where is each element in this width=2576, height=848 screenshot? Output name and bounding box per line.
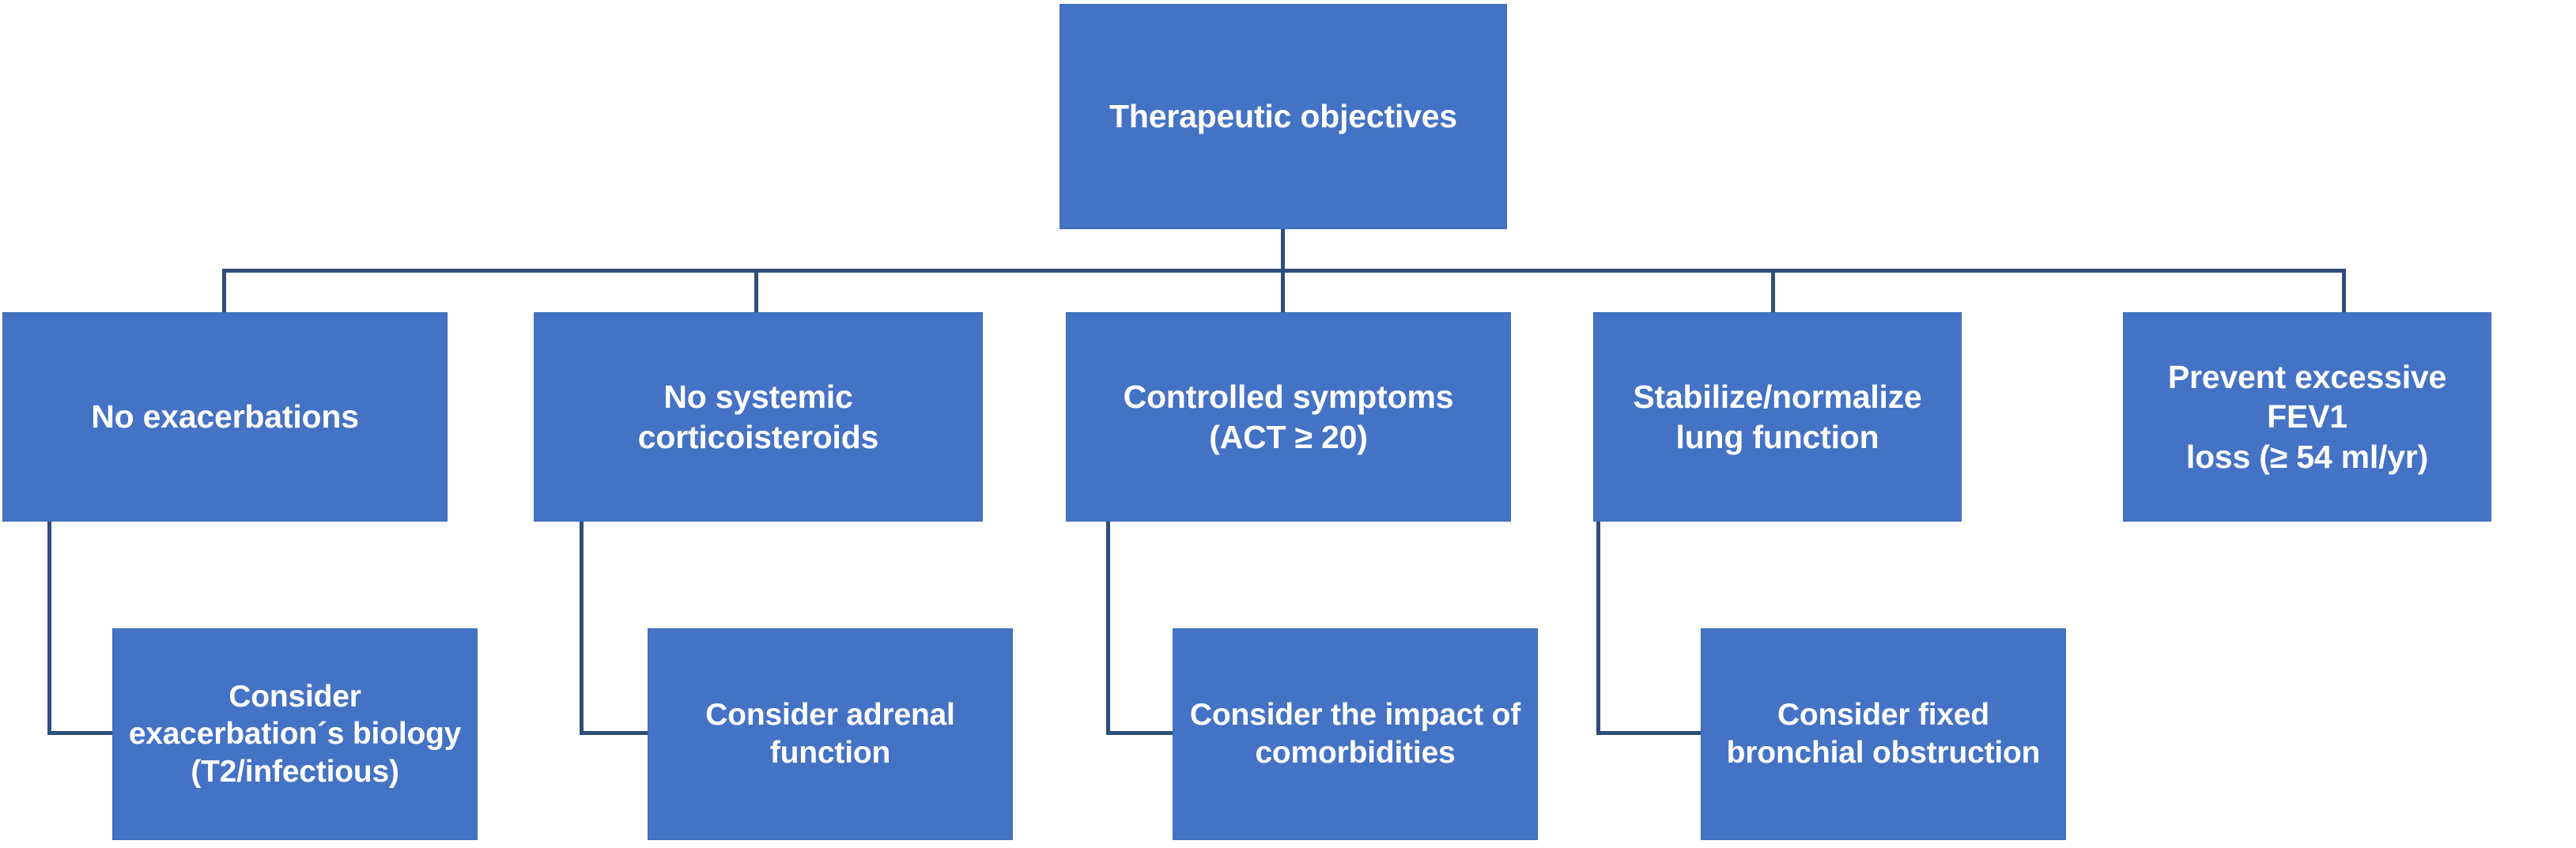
connector-elbow-vertical-4 — [1596, 522, 1600, 733]
connector-distributor-bar — [224, 269, 2346, 273]
connector-elbow-vertical-3 — [1106, 522, 1110, 733]
node-consideration-impact-comorbidities[interactable]: Consider the impact of comorbidities — [1173, 628, 1538, 840]
connector-elbow-horizontal-1 — [47, 731, 114, 735]
node-objective-prevent-excessive-fev1-loss[interactable]: Prevent excessive FEV1 loss (≥ 54 ml/yr) — [2123, 312, 2491, 522]
connector-drop-objective-1 — [222, 269, 226, 314]
connector-drop-objective-2 — [754, 269, 758, 314]
node-consideration-fixed-bronchial-obstruction[interactable]: Consider fixed bronchial obstruction — [1701, 628, 2066, 840]
connector-drop-objective-4 — [1771, 269, 1775, 314]
connector-drop-objective-3 — [1281, 269, 1285, 314]
node-objective-no-systemic-corticoisteroids[interactable]: No systemic corticoisteroids — [534, 312, 983, 522]
node-objective-stabilize-normalize-lung-function[interactable]: Stabilize/normalize lung function — [1593, 312, 1962, 522]
node-consideration-exacerbation-biology[interactable]: Consider exacerbation´s biology (T2/infe… — [112, 628, 478, 840]
connector-elbow-vertical-2 — [580, 522, 584, 733]
connector-elbow-horizontal-4 — [1596, 731, 1702, 735]
connector-elbow-horizontal-3 — [1106, 731, 1174, 735]
node-objective-controlled-symptoms[interactable]: Controlled symptoms (ACT ≥ 20) — [1066, 312, 1511, 522]
connector-drop-objective-5 — [2342, 269, 2346, 314]
connector-elbow-horizontal-2 — [580, 731, 649, 735]
node-consideration-adrenal-function[interactable]: Consider adrenal function — [648, 628, 1013, 840]
connector-elbow-vertical-1 — [47, 522, 51, 733]
node-root-therapeutic-objectives[interactable]: Therapeutic objectives — [1059, 4, 1507, 229]
node-objective-no-exacerbations[interactable]: No exacerbations — [2, 312, 448, 522]
connector-root-stem — [1281, 228, 1285, 272]
